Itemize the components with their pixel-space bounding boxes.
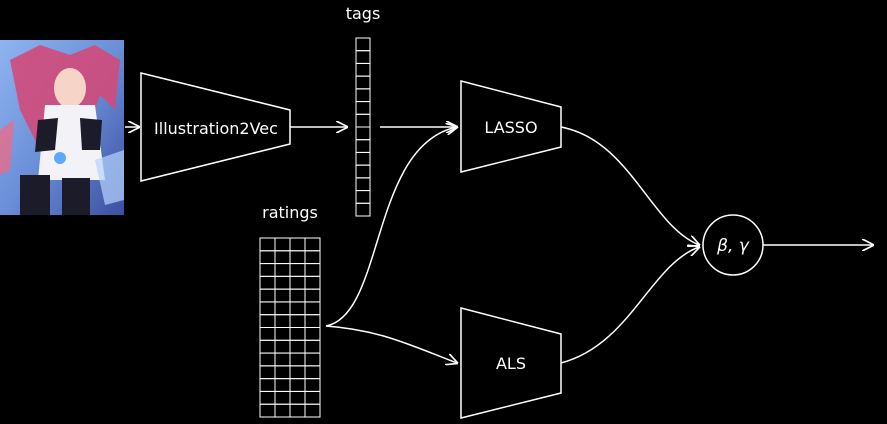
tags-vector-cell [355, 113, 371, 128]
ratings-matrix-cell [289, 352, 306, 367]
input-illustration [0, 40, 124, 215]
ratings-matrix-cell [304, 314, 321, 329]
encoder-block: Illustration2Vec [140, 72, 291, 182]
als-label: ALS [496, 354, 526, 373]
als-block: ALS [460, 307, 562, 419]
tags-vector-cell [355, 177, 371, 192]
ratings-matrix-cell [289, 263, 306, 277]
ratings-matrix-cell [259, 237, 276, 252]
tags-vector-cell [355, 88, 371, 103]
ratings-label: ratings [262, 203, 318, 222]
ratings-matrix-cell [304, 403, 321, 418]
tags-vector-cell [355, 37, 371, 52]
ratings-matrix-cell [274, 365, 291, 380]
ratings-matrix-cell [304, 378, 321, 392]
ratings-matrix-cell [289, 314, 306, 329]
ratings-matrix-cell [289, 250, 306, 265]
ratings-matrix-cell [289, 301, 306, 316]
ratings-matrix-cell [289, 390, 306, 405]
ratings-matrix-cell [274, 250, 291, 265]
tags-vector-cell [355, 101, 371, 115]
ratings-matrix-cell [289, 237, 306, 252]
ratings-matrix-cell [304, 339, 321, 354]
ratings-matrix-cell [274, 339, 291, 354]
ratings-matrix-cell [259, 327, 276, 341]
ratings-matrix-cell [304, 237, 321, 252]
tags-vector-cell [355, 164, 371, 179]
ratings-matrix-cell [304, 275, 321, 290]
tags-vector-cell [355, 202, 371, 217]
ratings-matrix-cell [259, 390, 276, 405]
ratings-matrix-cell [304, 365, 321, 380]
ratings-matrix-cell [259, 250, 276, 265]
ratings-matrix-cell [259, 275, 276, 290]
ratings-matrix-cell [259, 301, 276, 316]
ratings-matrix-cell [274, 275, 291, 290]
ratings-matrix-cell [274, 403, 291, 418]
ratings-matrix-cell [289, 288, 306, 303]
ratings-matrix-cell [274, 378, 291, 392]
tags-vector-cell [355, 126, 371, 141]
ratings-matrix-cell [274, 301, 291, 316]
ratings-matrix-cell [274, 237, 291, 252]
ratings-matrix-cell [304, 352, 321, 367]
ratings-to-als-arrow [325, 325, 457, 363]
ratings-matrix-cell [259, 339, 276, 354]
ratings-matrix-cell [259, 314, 276, 329]
ratings-matrix-cell [274, 288, 291, 303]
tags-vector-cell [355, 50, 371, 64]
ratings-matrix-cell [289, 378, 306, 392]
lasso-to-combine-arrow [560, 126, 699, 245]
ratings-matrix-cell [259, 365, 276, 380]
ratings-matrix [259, 237, 321, 418]
tags-vector-cell [355, 151, 371, 166]
lasso-block: LASSO [460, 80, 562, 173]
tags-vector [355, 37, 371, 217]
ratings-matrix-cell [274, 327, 291, 341]
ratings-matrix-cell [289, 365, 306, 380]
ratings-matrix-cell [259, 263, 276, 277]
ratings-matrix-cell [289, 275, 306, 290]
tags-vector-cell [355, 190, 371, 204]
ratings-matrix-cell [259, 403, 276, 418]
ratings-matrix-cell [289, 327, 306, 341]
als-to-combine-arrow [560, 247, 699, 364]
ratings-matrix-cell [304, 390, 321, 405]
combine-label: β, γ [716, 236, 750, 256]
ratings-matrix-cell [289, 339, 306, 354]
tags-vector-cell [355, 62, 371, 77]
ratings-matrix-cell [274, 263, 291, 277]
ratings-matrix-cell [304, 301, 321, 316]
ratings-matrix-cell [259, 378, 276, 392]
ratings-matrix-cell [304, 250, 321, 265]
ratings-matrix-cell [274, 352, 291, 367]
combine-node: β, γ [702, 214, 764, 276]
ratings-matrix-cell [289, 403, 306, 418]
lasso-label: LASSO [484, 118, 537, 137]
ratings-matrix-cell [274, 314, 291, 329]
encoder-label: Illustration2Vec [154, 119, 278, 138]
ratings-matrix-cell [259, 288, 276, 303]
ratings-matrix-cell [304, 327, 321, 341]
ratings-matrix-cell [259, 352, 276, 367]
tags-vector-cell [355, 139, 371, 153]
ratings-matrix-cell [304, 263, 321, 277]
ratings-matrix-cell [274, 390, 291, 405]
tags-vector-cell [355, 75, 371, 90]
ratings-matrix-cell [304, 288, 321, 303]
ratings-to-lasso-arrow [325, 127, 457, 327]
tags-label: tags [346, 4, 381, 23]
